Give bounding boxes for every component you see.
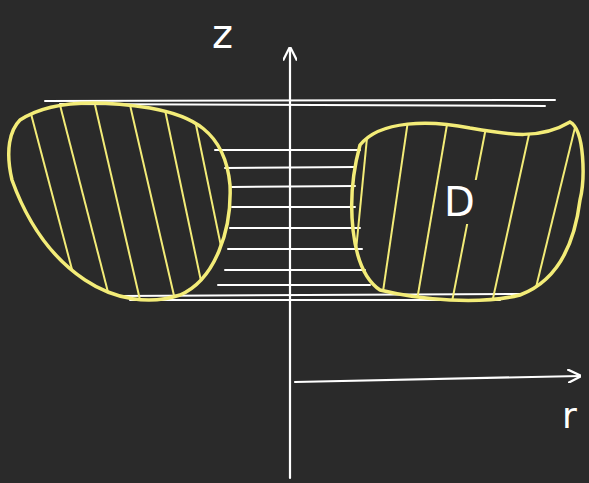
- region-label: D: [440, 180, 479, 224]
- region-outline: [9, 103, 230, 300]
- region-shape: D: [340, 112, 588, 308]
- axis-label: r: [562, 398, 577, 434]
- hatching: [30, 105, 230, 300]
- axis-label: z: [212, 14, 233, 54]
- axes: [290, 48, 580, 478]
